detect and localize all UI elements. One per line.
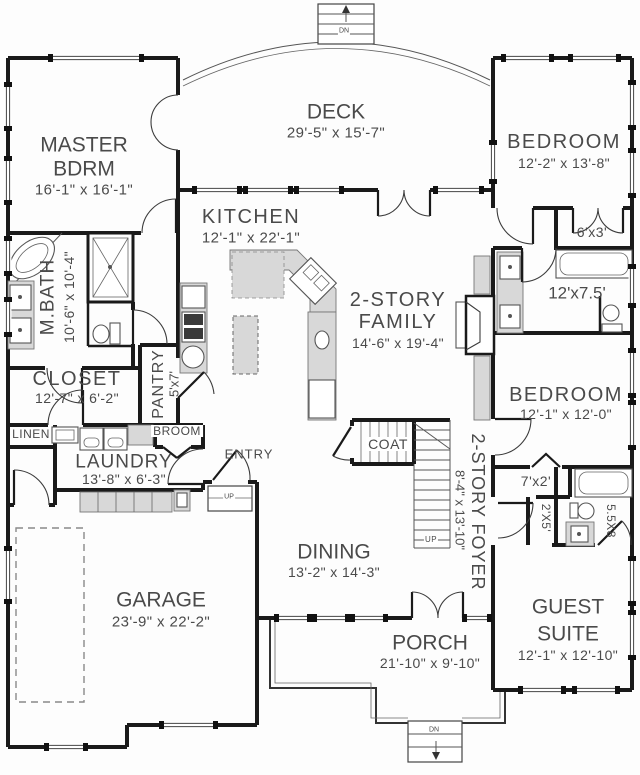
deck-railing	[182, 41, 491, 87]
windows	[4, 54, 636, 751]
dryer-icon	[103, 427, 128, 451]
family-label: 2-STORY	[349, 289, 447, 311]
kitchen-sink-icon	[314, 330, 330, 350]
garage-dims: 23'-9" x 22'-2"	[111, 613, 211, 631]
master-bdrm-label-2: BDRM	[53, 157, 115, 181]
doors	[12, 94, 632, 619]
entry-label: ENTRY	[224, 446, 274, 462]
master-bath-dims: 10'-6" x 10'-4"	[61, 250, 77, 344]
jack-jill-fixtures	[496, 249, 633, 334]
guest-suite-dims: 12'-1" x 12'-10"	[517, 647, 619, 663]
dishwasher-icon	[181, 345, 205, 369]
dining-label: DINING	[297, 540, 371, 564]
garage-label: GARAGE	[116, 588, 206, 612]
garage-counter	[79, 491, 173, 513]
stove-icon	[288, 256, 338, 306]
closet-7x2-label: 7'x2'	[520, 473, 552, 489]
laundry-fixtures	[51, 424, 253, 513]
stairs-up-label: UP	[423, 535, 439, 544]
guest-suite-label: GUEST	[531, 595, 605, 619]
linen-label: LINEN	[12, 427, 50, 441]
coat-label: COAT	[366, 436, 410, 452]
dining-dims: 13'-2" x 14'-3"	[287, 564, 381, 580]
porch-steps-down-label: DN	[427, 726, 441, 734]
deck-dims: 29'-5" x 15'-7"	[286, 124, 386, 142]
washer-icon	[79, 427, 104, 451]
guest-bath-dims: 5.5X8	[604, 504, 618, 538]
staircase	[360, 420, 451, 549]
closet-dims: 12'-7" x 6'-2"	[35, 390, 119, 406]
guest-bath-fixtures	[565, 468, 633, 547]
pantry-label: PANTRY	[150, 349, 167, 419]
porch-label: PORCH	[392, 631, 468, 655]
toilet-icon	[109, 322, 121, 345]
tub-icon	[9, 236, 55, 280]
foyer-dims: 8'-4" x 13'-10"	[452, 470, 468, 550]
closet-2x5-label: 2'X5'	[539, 503, 553, 533]
fireplace	[455, 255, 496, 421]
master-bdrm-dims: 16'-1" x 16'-1"	[34, 181, 134, 199]
master-bath-fixtures	[7, 231, 135, 350]
master-bdrm-label: MASTER	[40, 133, 128, 157]
porch-dims: 21'-10" x 9'-10"	[379, 655, 481, 671]
closet-6x3-label: 6'x3'	[576, 224, 608, 240]
guest-suite-label-2: SUITE	[537, 622, 599, 646]
entry-step	[207, 485, 253, 512]
kitchen-label: KITCHEN	[201, 206, 301, 228]
bedroom1-dims: 12'-2" x 13'-8"	[517, 155, 611, 171]
closet-label: CLOSET	[32, 368, 122, 390]
entry-step-up-label: UP	[223, 493, 235, 501]
porch-edge	[269, 618, 506, 724]
family-label-2: FAMILY	[358, 311, 438, 333]
bedroom2-label: BEDROOM	[509, 384, 623, 406]
pantry-dims: 5'x7'	[166, 371, 182, 397]
toilet-icon	[602, 304, 620, 322]
kitchen-counters	[179, 249, 338, 421]
broom-label: BROOM	[151, 424, 203, 438]
master-bath-label: M.BATH	[37, 258, 59, 336]
tub-icon	[574, 468, 633, 498]
family-dims: 14'-6" x 19'-4"	[351, 335, 445, 351]
laundry-label: LAUNDRY	[75, 451, 173, 473]
kitchen-dims: 12'-1" x 22'-1"	[201, 229, 301, 247]
deck-label: DECK	[306, 100, 366, 124]
tub-icon	[555, 249, 633, 279]
fridge-icon	[308, 379, 336, 419]
foyer-label: 2-STORY FOYER	[468, 433, 488, 591]
bedroom1-label: BEDROOM	[507, 131, 621, 153]
jack-jill-bath-dims: 12'x7.5'	[548, 283, 606, 303]
de ck-steps	[317, 3, 375, 45]
toilet-icon	[577, 502, 595, 520]
garage-dashed-bay	[15, 527, 85, 703]
utility-sink-icon	[51, 426, 79, 444]
deck-steps-down-label: DN	[337, 27, 351, 35]
bedroom2-dims: 12'-1" x 12'-0"	[519, 406, 613, 422]
laundry-dims: 13'-8" x 6'-3"	[82, 471, 166, 487]
